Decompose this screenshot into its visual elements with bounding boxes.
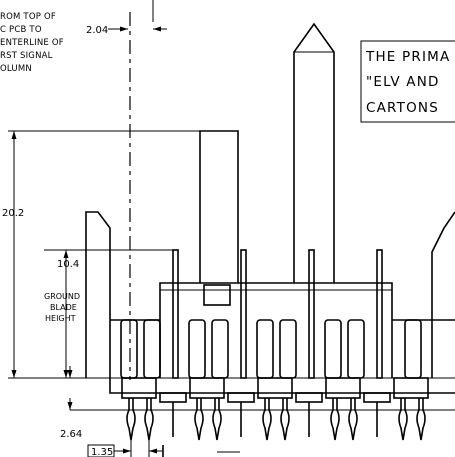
ground-blade (376, 249, 383, 379)
pin (194, 398, 204, 441)
pin (262, 398, 272, 441)
contact-slot (347, 319, 365, 379)
arrow-head (11, 370, 17, 378)
dimension-1-35: 1.35 (87, 440, 240, 457)
base-outline (109, 378, 455, 394)
pin (212, 398, 222, 441)
pin (348, 398, 358, 441)
contact-slot (279, 319, 297, 379)
spacer-block (227, 392, 255, 403)
right-guide-wall (431, 211, 455, 378)
arrow-head (153, 26, 161, 32)
contact-slot (211, 319, 229, 379)
note-line-3: ENTERLINE OF (0, 38, 64, 48)
note-line-4: RST SIGNAL (0, 51, 53, 61)
spacer-block (295, 392, 323, 403)
ground-blade (172, 249, 179, 379)
tall-blade (293, 22, 335, 283)
dim-1-35-label: 1.35 (91, 447, 113, 457)
blade-outline (293, 22, 335, 283)
pin (416, 398, 426, 441)
dimension-20-2: 20.2 (2, 130, 200, 378)
housing-top (159, 282, 393, 378)
pin-block (189, 377, 225, 399)
dimension-2-64: 2.64 (60, 366, 95, 440)
pin-block (121, 377, 157, 399)
pin-block (393, 377, 429, 399)
pcb-reference-note: ROM TOP OF C PCB TO ENTERLINE OF RST SIG… (0, 12, 64, 74)
boxed-note: THE PRIMA "ELV AND CARTONS (360, 40, 455, 123)
connector-housing (110, 282, 455, 378)
pin (398, 398, 408, 441)
arrow-head (149, 448, 157, 454)
ground-blade (308, 249, 315, 379)
rectangular-post (199, 130, 239, 306)
note-line-1: ROM TOP OF (0, 12, 56, 22)
pin (330, 398, 340, 441)
dim-10-4-label: 10.4 (57, 259, 79, 270)
left-guide-wall (85, 211, 111, 378)
note-line-5: OLUMN (0, 64, 32, 74)
arrow-head (11, 131, 17, 139)
note-line-2: C PCB TO (0, 25, 42, 35)
boxed-note-line-1: THE PRIMA (365, 49, 450, 65)
ground-blade-line-1: GROUND (44, 292, 80, 301)
contact-slot (324, 319, 342, 379)
pin-block (257, 377, 293, 399)
arrow-head (67, 402, 73, 410)
arrow-head (67, 370, 73, 378)
spacer-block (159, 392, 187, 403)
arrow-head (120, 26, 128, 32)
spacer-block (363, 392, 391, 403)
contact-slot (143, 319, 161, 379)
contact-slot (404, 319, 422, 379)
note-box (360, 40, 455, 123)
post-notch (203, 284, 231, 306)
pin-block (325, 377, 361, 399)
boxed-note-line-2: "ELV AND (366, 74, 440, 90)
dim-2-64-label: 2.64 (60, 429, 82, 440)
ground-blade-line-2: BLADE (50, 303, 77, 312)
pin (126, 398, 136, 441)
press-fit-pins (126, 398, 426, 457)
contact-slots (120, 319, 422, 379)
ground-blade (240, 249, 247, 379)
dim-2-04-label: 2.04 (86, 25, 108, 36)
contact-slot (120, 319, 138, 379)
pin (280, 398, 290, 441)
ground-blade-line-3: HEIGHT (45, 314, 76, 323)
contact-slot (256, 319, 274, 379)
dimension-10-4: 10.4 GROUND BLADE HEIGHT (44, 249, 178, 378)
arrow-head (63, 250, 69, 258)
post-outline (199, 130, 239, 283)
dim-20-2-label: 20.2 (2, 208, 24, 219)
pin (144, 398, 154, 441)
arrow-head (63, 370, 69, 378)
boxed-note-line-3: CARTONS (366, 100, 439, 116)
contact-slot (188, 319, 206, 379)
ground-blades (172, 249, 383, 379)
dimension-2-04: 2.04 (86, 0, 167, 36)
arrow-head (123, 448, 131, 454)
